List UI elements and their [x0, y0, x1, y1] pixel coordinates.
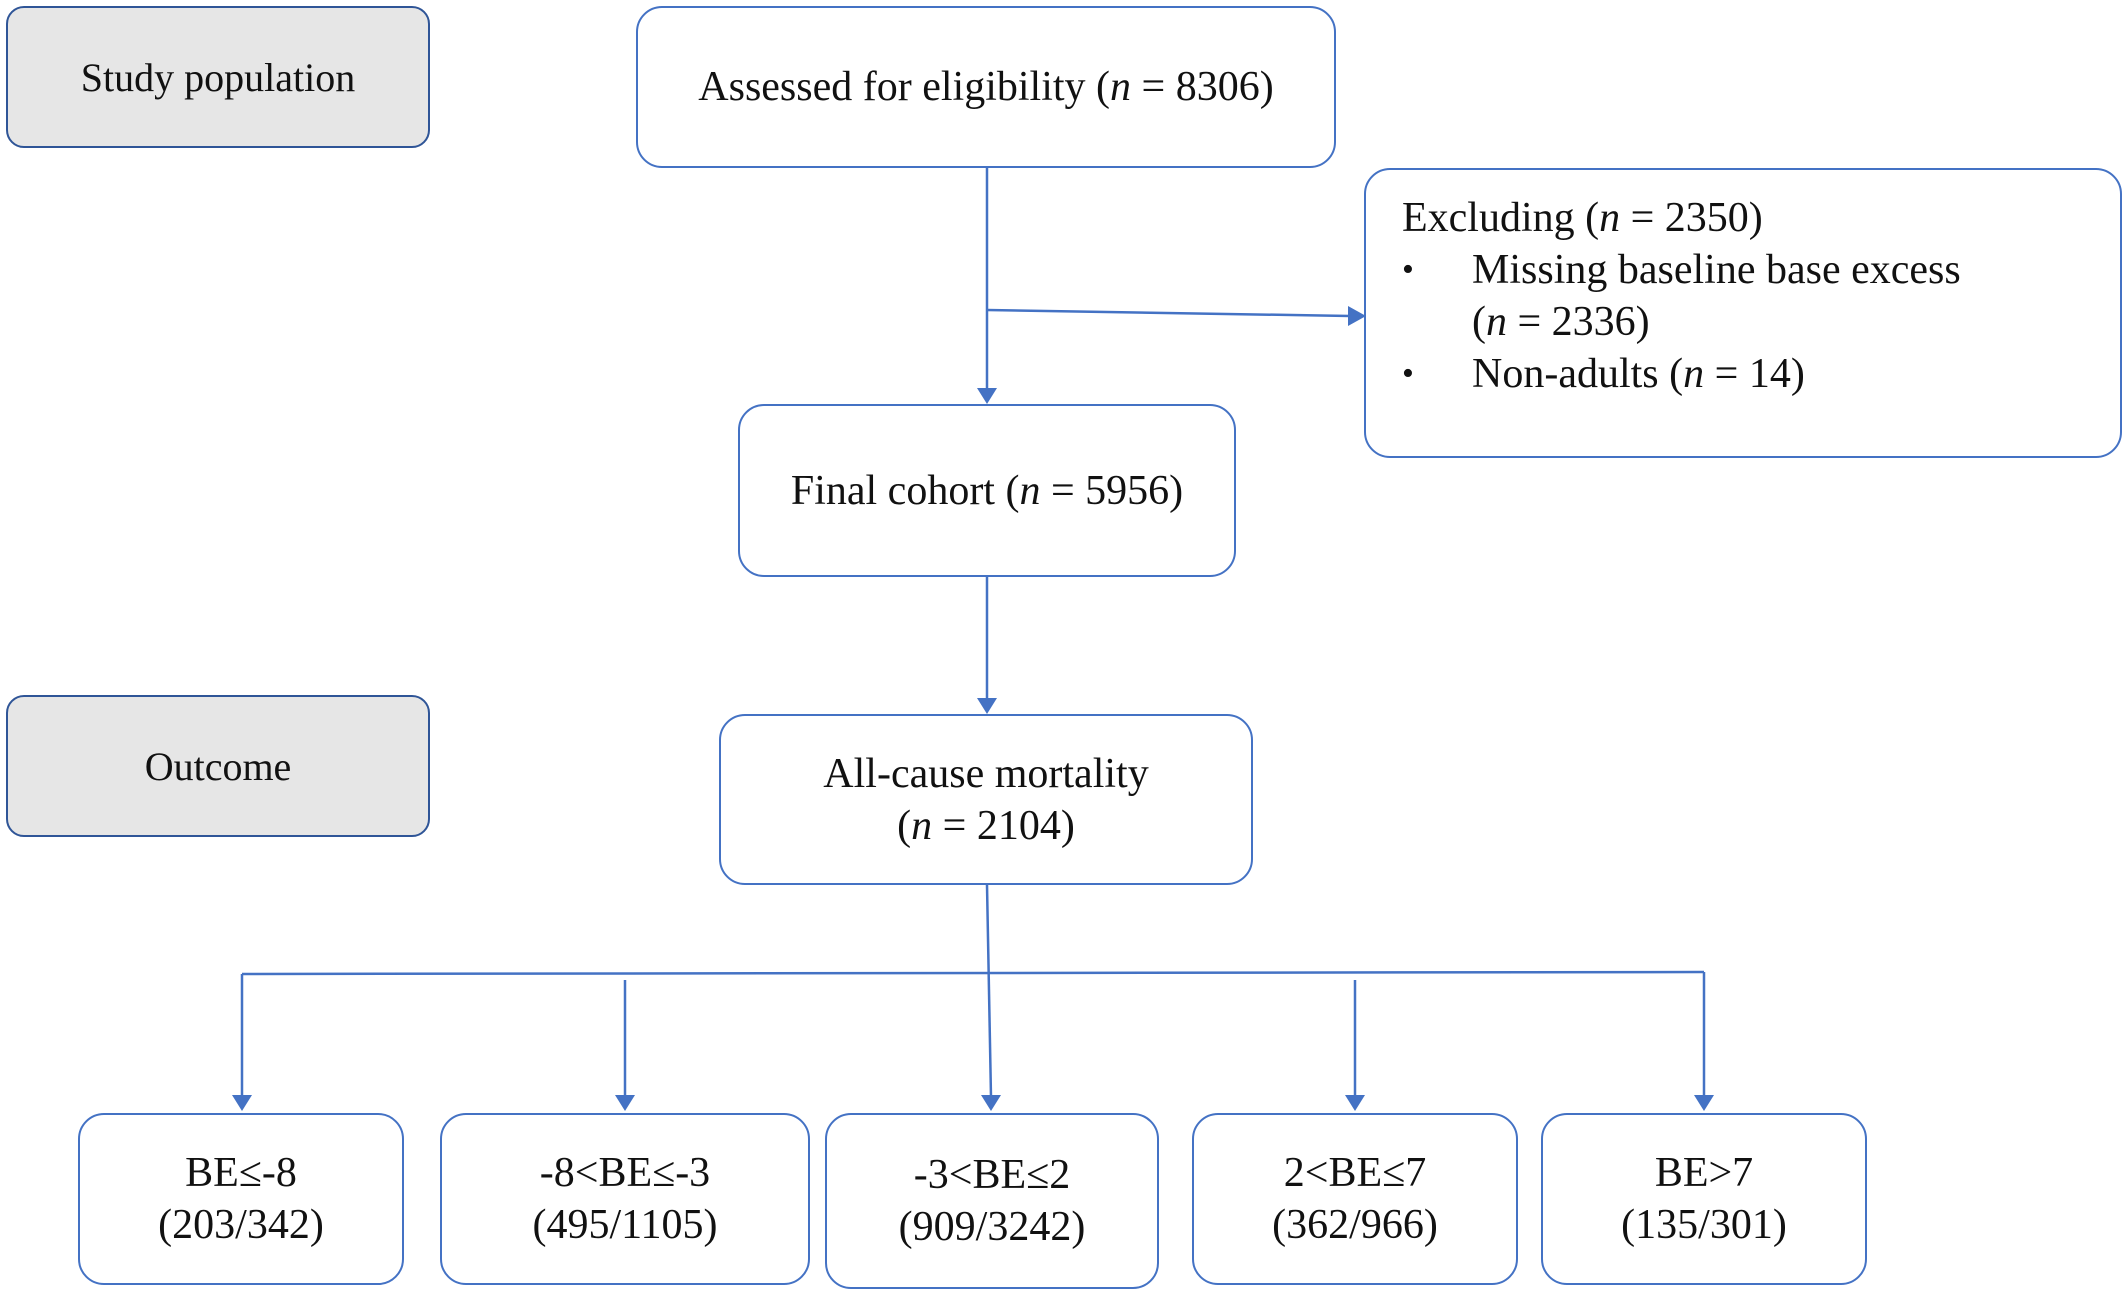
group-3-count: (909/3242): [898, 1204, 1086, 1250]
mortality-n-symbol: n: [911, 802, 933, 849]
excluding-title-prefix: Excluding (: [1402, 195, 1600, 241]
group-box-minus8-to-minus3: -8<BE≤-3 (495/1105): [440, 1113, 810, 1285]
excluding-title: Excluding (n = 2350): [1402, 192, 2120, 244]
study-population-label: Study population: [6, 6, 430, 148]
excluding-item-2-text: Non-adults (: [1472, 351, 1684, 397]
excluding-list: Missing baseline base excess (n = 2336) …: [1402, 244, 2120, 400]
final-cohort-text: Final cohort (n = 5956): [791, 465, 1183, 517]
arrowhead-mortality: [977, 698, 997, 714]
excluding-item-1-text: Missing baseline base excess: [1472, 247, 1961, 293]
group-1-label: BE≤-8: [185, 1150, 297, 1196]
final-cohort-value: = 5956): [1040, 467, 1184, 514]
final-cohort-label: Final cohort (: [790, 467, 1020, 514]
mortality-sub-suffix: = 2104): [932, 802, 1075, 849]
assessed-box: Assessed for eligibility (n = 8306): [636, 6, 1336, 168]
mortality-sub: (n = 2104): [897, 800, 1075, 852]
assessed-value: = 8306): [1131, 64, 1274, 110]
arrowhead-group-2: [615, 1095, 635, 1111]
final-cohort-box: Final cohort (n = 5956): [738, 404, 1236, 577]
connector-mortality-down: [985, 884, 993, 1098]
group-box-be-gt-7: BE>7 (135/301): [1541, 1113, 1867, 1285]
excluding-item-non-adults: Non-adults (n = 14): [1402, 348, 2120, 400]
group-1-count: (203/342): [158, 1202, 324, 1248]
group-box-minus3-to-2: -3<BE≤2 (909/3242): [825, 1113, 1159, 1289]
mortality-box: All-cause mortality (n = 2104): [719, 714, 1253, 885]
group-3-label: -3<BE≤2: [913, 1152, 1071, 1198]
excluding-item-2-n-symbol: n: [1683, 351, 1705, 397]
outcome-text: Outcome: [144, 743, 292, 789]
assessed-label: Assessed for eligibility (: [698, 64, 1111, 110]
arrowhead-group-5: [1694, 1095, 1714, 1111]
excluding-item-1-sub-prefix: (: [1472, 299, 1486, 345]
arrowhead-excluding: [1348, 306, 1366, 326]
arrowhead-group-1: [232, 1095, 252, 1111]
group-4-count: (362/966): [1272, 1202, 1438, 1248]
connector-to-excluding: [986, 308, 1351, 318]
group-5-label: BE>7: [1654, 1150, 1754, 1196]
outcome-label: Outcome: [6, 695, 430, 837]
group-box-be-le-minus8: BE≤-8 (203/342): [78, 1113, 404, 1285]
excluding-item-1-sub-suffix: = 2336): [1507, 299, 1650, 345]
group-4-label: 2<BE≤7: [1283, 1150, 1427, 1196]
group-2-label: -8<BE≤-3: [539, 1150, 711, 1196]
excluding-title-suffix: = 2350): [1620, 195, 1763, 241]
final-cohort-n-symbol: n: [1019, 467, 1041, 514]
group-5-count: (135/301): [1621, 1202, 1787, 1248]
excluding-item-2-suffix: = 14): [1704, 351, 1805, 397]
arrowhead-cohort: [977, 388, 997, 404]
mortality-label: All-cause mortality: [823, 750, 1149, 797]
study-population-text: Study population: [80, 54, 356, 100]
mortality-sub-prefix: (: [897, 802, 912, 849]
assessed-text: Assessed for eligibility (n = 8306): [698, 61, 1273, 113]
assessed-n-symbol: n: [1110, 64, 1132, 110]
group-2-count: (495/1105): [532, 1202, 718, 1248]
excluding-box: Excluding (n = 2350) Missing baseline ba…: [1364, 168, 2122, 458]
excluding-item-missing-be: Missing baseline base excess (n = 2336): [1402, 244, 2120, 348]
group-box-2-to-7: 2<BE≤7 (362/966): [1192, 1113, 1518, 1285]
excluding-item-1-n-symbol: n: [1486, 299, 1507, 345]
excluding-n-symbol: n: [1599, 195, 1621, 241]
arrowhead-group-4: [1345, 1095, 1365, 1111]
connector-horizontal-bus: [241, 970, 1705, 976]
arrowhead-group-3: [981, 1095, 1001, 1111]
